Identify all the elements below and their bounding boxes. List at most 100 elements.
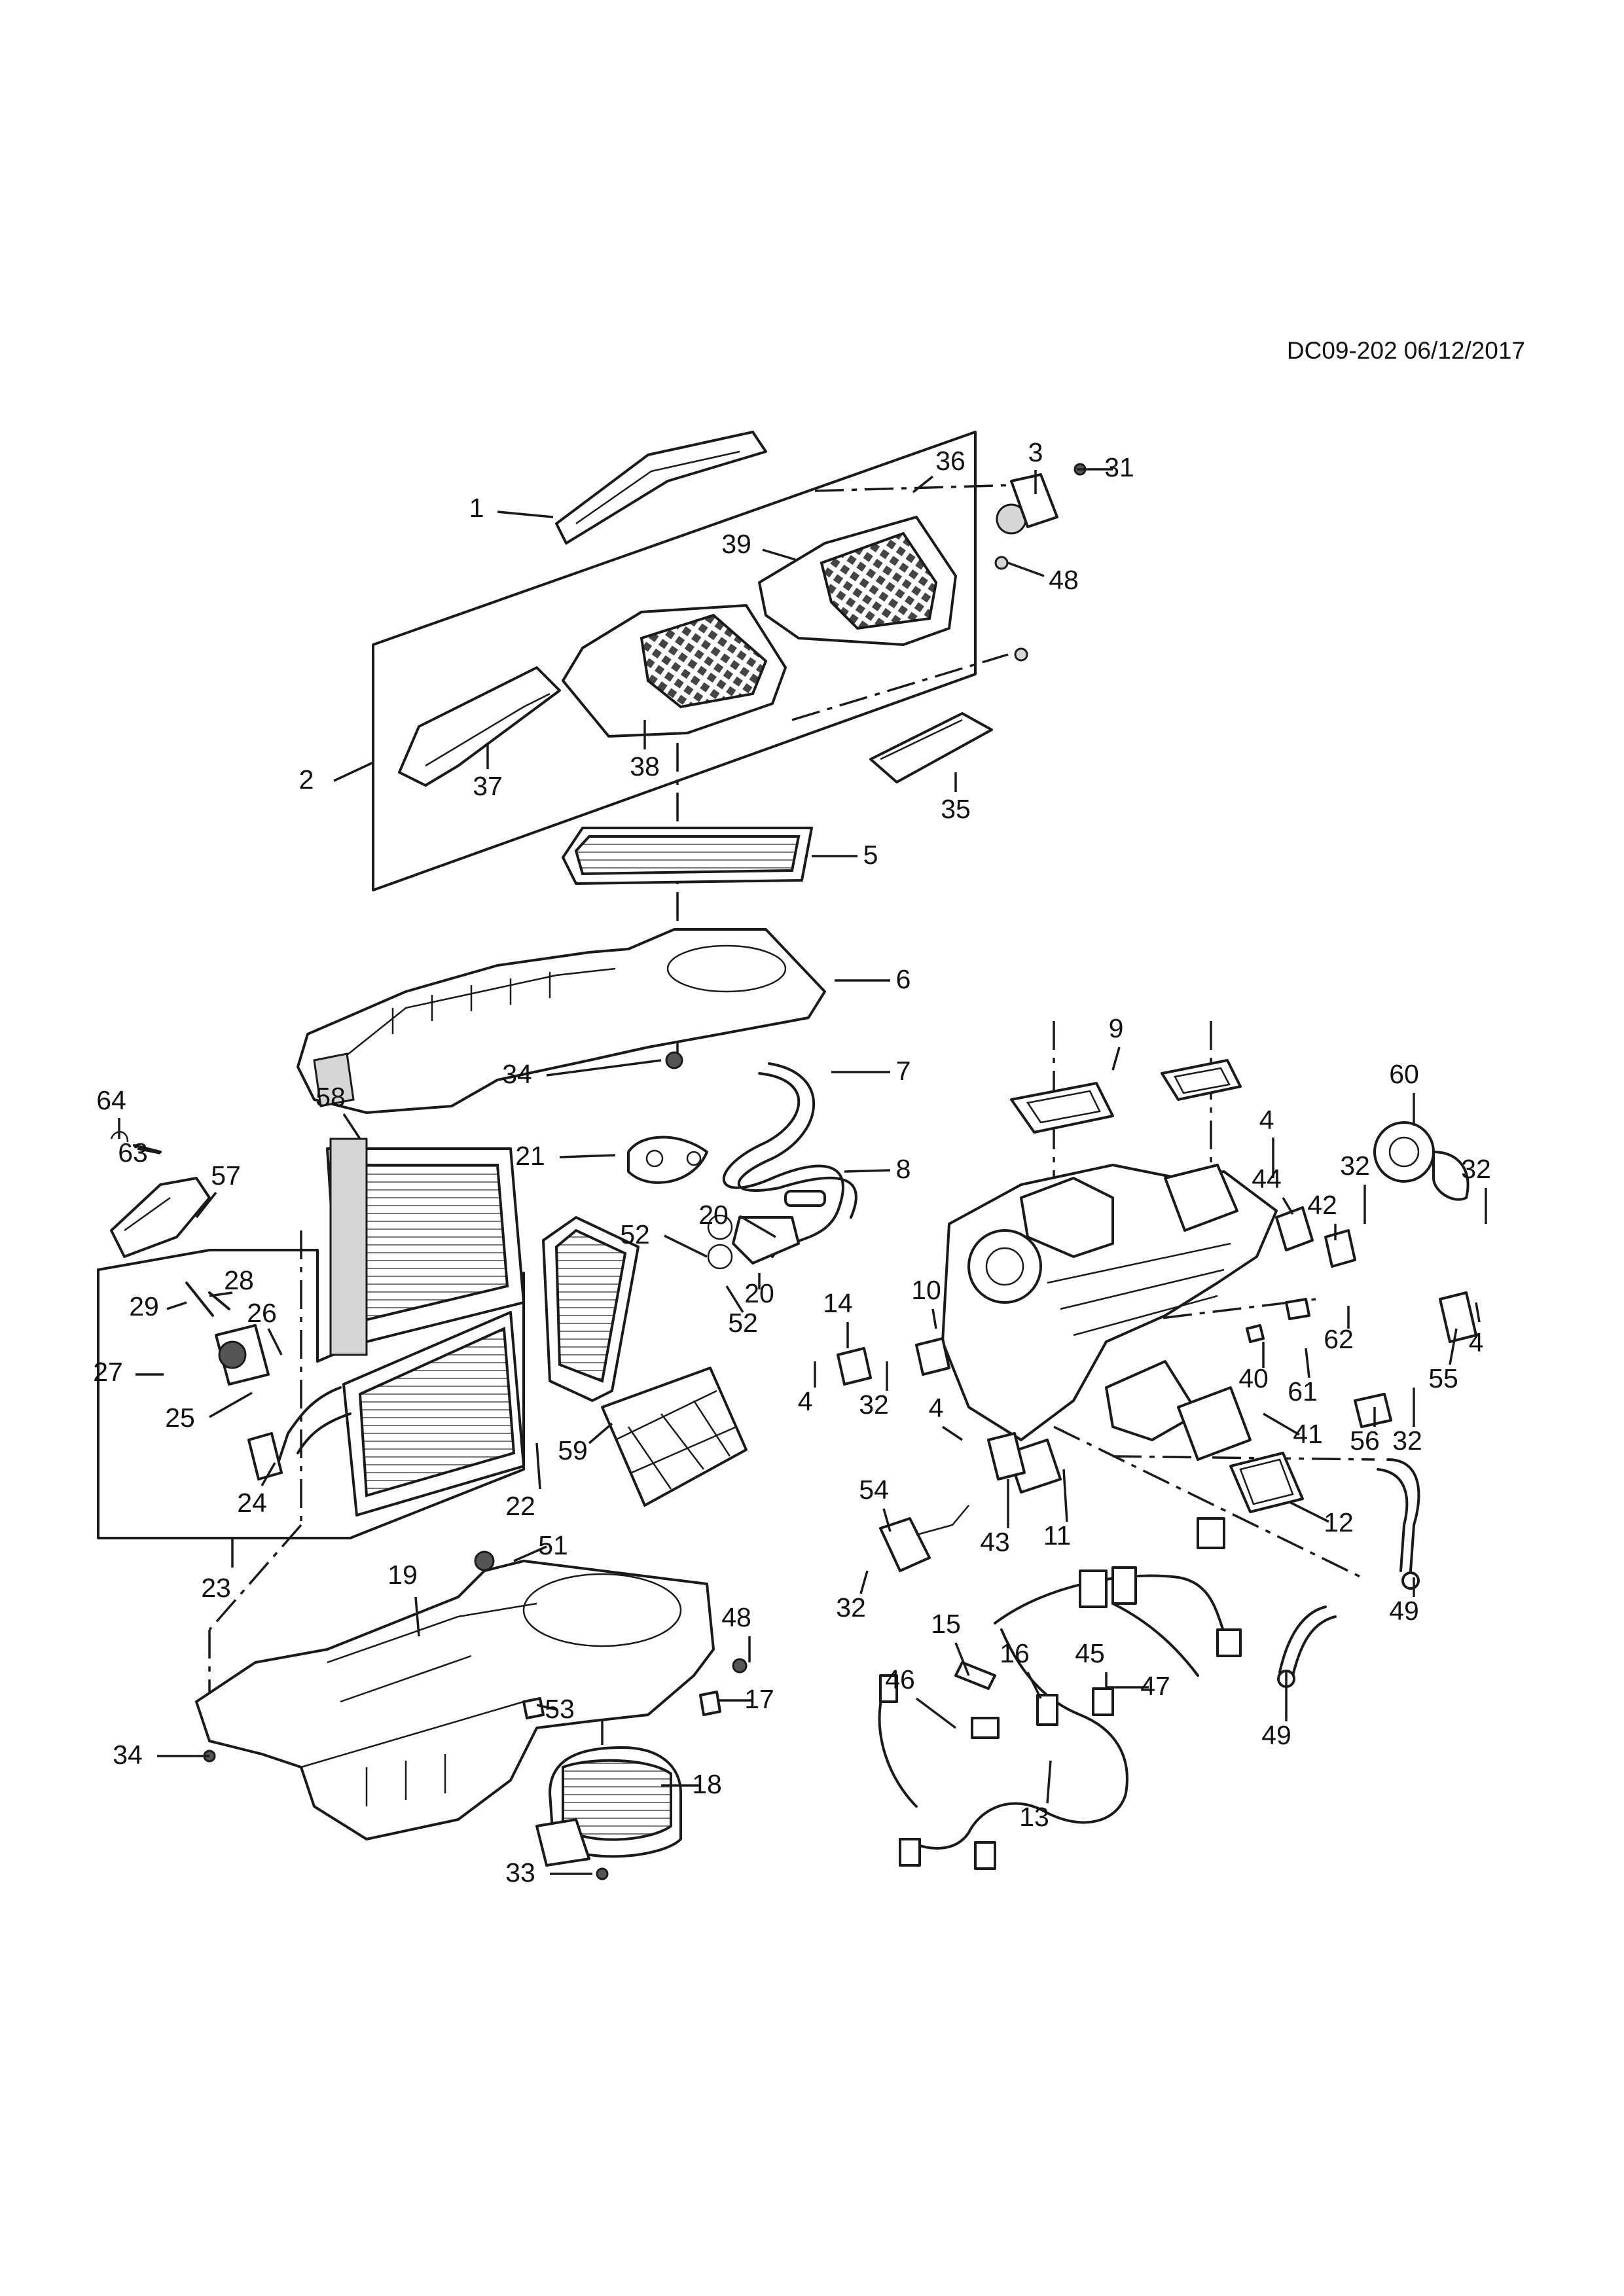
callout-label: 27 <box>93 1357 123 1387</box>
callout-53: 53 <box>536 1694 575 1724</box>
callout-4: 4 <box>1469 1302 1484 1357</box>
callout-52: 52 <box>725 1285 758 1338</box>
callout-label: 4 <box>1259 1105 1274 1135</box>
callout-label: 60 <box>1389 1059 1419 1089</box>
callout-63: 63 <box>118 1138 161 1168</box>
callout-22: 22 <box>505 1443 541 1521</box>
callout-31: 31 <box>1077 452 1134 482</box>
duct-seals-9 <box>1010 1059 1242 1134</box>
callout-49: 49 <box>1389 1577 1419 1626</box>
callout-label: 31 <box>1104 452 1134 482</box>
callout-label: 21 <box>515 1141 545 1171</box>
air-inlet-seal <box>555 431 767 545</box>
callout-2: 2 <box>299 761 374 795</box>
callout-label: 23 <box>201 1573 231 1603</box>
callout-28: 28 <box>209 1265 254 1297</box>
callout-32: 32 <box>836 1570 869 1623</box>
callout-label: 24 <box>237 1488 267 1518</box>
leader-line <box>1282 1197 1294 1215</box>
leader-line <box>209 1291 233 1297</box>
callout-label: 6 <box>896 964 911 994</box>
callout-27: 27 <box>93 1357 164 1387</box>
callout-20: 20 <box>744 1273 774 1308</box>
callout-label: 56 <box>1350 1426 1380 1456</box>
callout-29: 29 <box>129 1291 187 1321</box>
callout-label: 44 <box>1252 1164 1282 1194</box>
callout-label: 32 <box>1461 1154 1491 1184</box>
callout-36: 36 <box>912 446 965 493</box>
callout-55: 55 <box>1428 1328 1458 1393</box>
group-box-2 <box>372 431 977 891</box>
leader-line <box>261 1462 276 1486</box>
leader-line <box>137 1147 161 1155</box>
callout-label: 33 <box>505 1857 535 1888</box>
callout-label: 51 <box>538 1530 568 1560</box>
callout-26: 26 <box>247 1298 283 1355</box>
callout-label: 1 <box>469 493 484 523</box>
callout-32: 32 <box>1340 1151 1370 1224</box>
callout-43: 43 <box>980 1479 1010 1557</box>
callout-label: 5 <box>863 840 878 870</box>
callout-20: 20 <box>698 1200 776 1238</box>
callout-label: 18 <box>692 1769 722 1799</box>
callout-23: 23 <box>201 1538 234 1603</box>
callout-label: 42 <box>1307 1190 1337 1220</box>
leader-line <box>954 1642 970 1676</box>
callout-34: 34 <box>113 1740 209 1770</box>
callout-39: 39 <box>721 529 796 561</box>
leader-line <box>497 511 554 518</box>
callout-label: 54 <box>859 1475 889 1505</box>
callout-label: 15 <box>931 1609 961 1639</box>
callout-7: 7 <box>831 1056 911 1086</box>
callout-label: 29 <box>129 1291 159 1321</box>
callout-label: 62 <box>1324 1324 1354 1354</box>
filter-frame-59 <box>601 1367 748 1507</box>
callout-label: 34 <box>113 1740 143 1770</box>
callout-14: 14 <box>823 1288 853 1348</box>
leader-line <box>915 1697 957 1729</box>
callout-label: 63 <box>118 1138 148 1168</box>
callout-label: 47 <box>1140 1671 1170 1701</box>
callout-52: 52 <box>620 1219 708 1258</box>
callout-16: 16 <box>1000 1638 1042 1699</box>
callout-label: 59 <box>558 1435 588 1465</box>
leader-line <box>536 1704 557 1711</box>
leader-line <box>882 1508 892 1532</box>
leader-line <box>1305 1348 1310 1378</box>
duct-12 <box>1229 1452 1304 1513</box>
callout-label: 39 <box>721 529 751 559</box>
callout-label: 49 <box>1261 1720 1291 1750</box>
hvac-case-assembly <box>941 1164 1278 1494</box>
callout-label: 4 <box>1469 1327 1484 1357</box>
callout-44: 44 <box>1252 1164 1294 1215</box>
callout-45: 45 <box>1075 1638 1108 1689</box>
leader-line <box>414 1596 420 1637</box>
leader-line <box>1007 562 1045 577</box>
diagram-code: DC09-202 06/12/2017 <box>1287 337 1525 364</box>
callout-32: 32 <box>1392 1388 1422 1456</box>
leader-line <box>166 1301 187 1310</box>
callout-label: 61 <box>1288 1376 1318 1407</box>
callout-48: 48 <box>721 1602 751 1662</box>
callout-24: 24 <box>237 1462 276 1518</box>
callout-4: 4 <box>929 1393 963 1441</box>
leader-line <box>1289 1501 1329 1523</box>
callout-32: 32 <box>859 1361 889 1420</box>
callout-label: 32 <box>859 1390 889 1420</box>
callout-64: 64 <box>96 1085 126 1139</box>
callout-label: 13 <box>1019 1802 1049 1832</box>
callout-label: 22 <box>505 1491 535 1521</box>
leader-line <box>559 1154 616 1158</box>
callout-32: 32 <box>1461 1154 1491 1224</box>
callout-label: 9 <box>1109 1013 1124 1043</box>
callout-37: 37 <box>473 743 503 801</box>
callout-5: 5 <box>812 840 878 870</box>
callout-18: 18 <box>661 1769 722 1799</box>
callout-4: 4 <box>798 1361 816 1416</box>
callout-label: 4 <box>929 1393 944 1423</box>
callout-label: 58 <box>316 1082 346 1112</box>
callout-label: 32 <box>1392 1426 1422 1456</box>
callout-3: 3 <box>1028 437 1043 494</box>
callout-label: 48 <box>721 1602 751 1632</box>
